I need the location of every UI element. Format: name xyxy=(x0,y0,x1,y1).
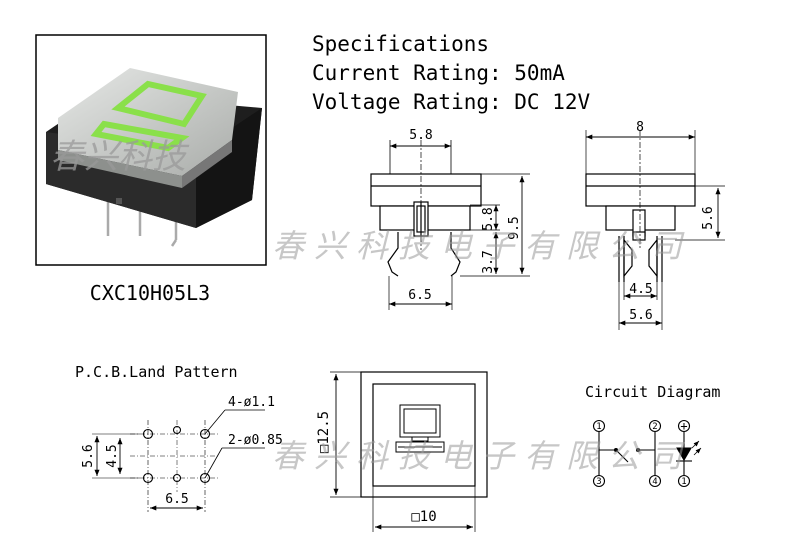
dim-pin-height-a: 3.7 xyxy=(481,250,496,273)
circuit-diagram xyxy=(592,419,702,488)
dim-height-b: 5.6 xyxy=(701,206,716,229)
computer-icon xyxy=(90,80,207,152)
circuit-title: Circuit Diagram xyxy=(585,383,720,401)
top-view-width: □10 xyxy=(411,509,436,525)
led-plus-label: + xyxy=(680,419,687,433)
led-minus-label: 1 xyxy=(681,477,686,487)
side-view-side xyxy=(585,130,725,330)
dim-inner-span-b: 4.5 xyxy=(629,282,652,297)
spec-current: Current Rating: 50mA xyxy=(312,61,565,85)
spec-heading: Specifications xyxy=(312,32,489,56)
dim-total-height-a: 9.5 xyxy=(507,216,522,239)
pin-1-label: 1 xyxy=(596,422,601,432)
pcb-holes-large: 4-ø1.1 xyxy=(228,395,275,410)
dim-top-width-b: 8 xyxy=(636,120,644,135)
dim-outer-span-b: 5.6 xyxy=(629,308,652,323)
pcb-title: P.C.B.Land Pattern xyxy=(75,363,238,381)
side-view-front xyxy=(370,140,530,310)
dim-stem-height-a: 5.8 xyxy=(481,207,496,230)
dim-top-width-a: 5.8 xyxy=(409,128,432,143)
pcb-width: 6.5 xyxy=(165,492,188,507)
pin-4-label: 4 xyxy=(652,477,657,487)
watermark-middle: 春兴科技电子有限公司 xyxy=(272,228,692,264)
pcb-height-inner: 4.5 xyxy=(105,444,120,467)
top-view xyxy=(330,371,488,532)
pcb-land-pattern xyxy=(92,409,265,512)
model-number: CXC10H05L3 xyxy=(90,281,210,305)
pin-3-label: 3 xyxy=(596,477,601,487)
dim-pin-span-a: 6.5 xyxy=(408,288,431,303)
pin-2-label: 2 xyxy=(652,422,657,432)
photo-watermark: 春兴科技 xyxy=(50,139,190,176)
spec-voltage: Voltage Rating: DC 12V xyxy=(312,90,591,114)
specifications: Specifications Current Rating: 50mA Volt… xyxy=(312,32,591,114)
top-view-height: □12.5 xyxy=(316,411,332,453)
computer-outline-icon xyxy=(395,404,445,453)
watermark-bottom: 春兴科技电子有限公司 xyxy=(272,438,692,474)
pcb-holes-small: 2-ø0.85 xyxy=(228,433,283,448)
pcb-height-outer: 5.6 xyxy=(81,444,96,467)
product-photo: 春兴科技 xyxy=(35,34,267,266)
